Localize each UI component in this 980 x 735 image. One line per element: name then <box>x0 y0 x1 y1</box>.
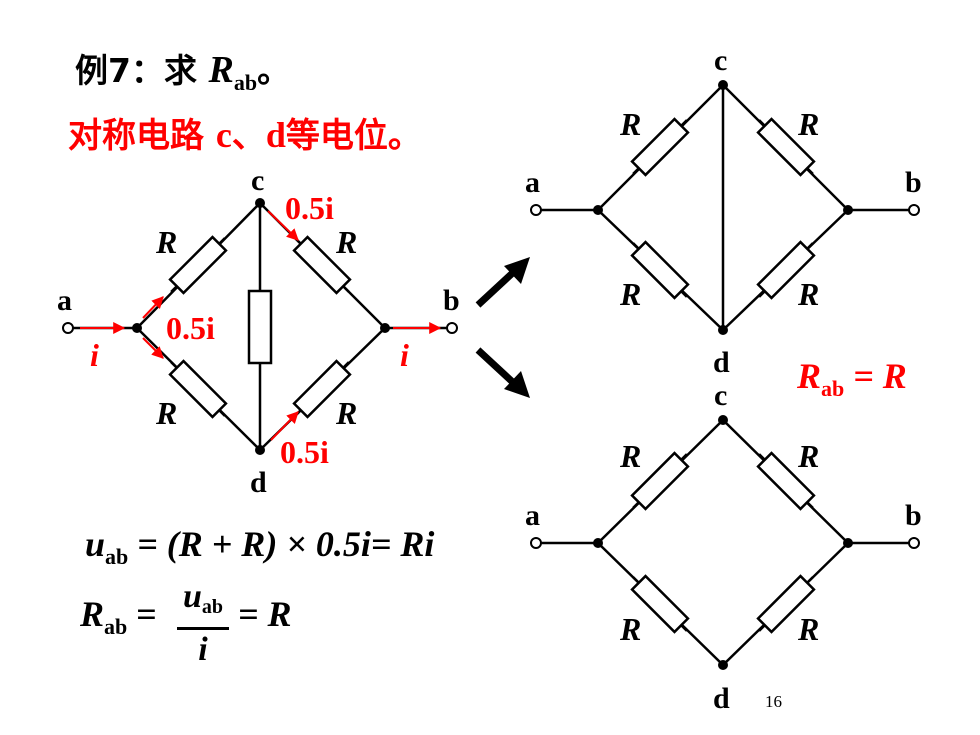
rb-label-d: d <box>713 682 730 715</box>
junction-right <box>380 323 390 333</box>
right-bottom-circuit: a b c d R R R R <box>525 379 922 715</box>
label-i-out: i <box>400 337 409 373</box>
equation-rab-fraction: uab i <box>177 578 229 668</box>
rb-label-c: c <box>714 379 727 412</box>
rt-label-d: d <box>713 346 730 379</box>
rb-label-r4: R <box>797 611 819 647</box>
node-c-dot <box>255 198 265 208</box>
page-number: 16 <box>765 692 782 711</box>
rt-label-r1: R <box>619 106 641 142</box>
label-c: c <box>251 164 264 197</box>
left-circuit: a b c d R R R R i i 0.5i 0.5i 0.5i <box>57 164 460 499</box>
rt-label-r4: R <box>797 276 819 312</box>
label-half-current-db: 0.5i <box>280 434 329 470</box>
rt-label-r3: R <box>619 276 641 312</box>
node-d-dot <box>255 445 265 455</box>
rb-label-r2: R <box>797 438 819 474</box>
rb-label-a: a <box>525 499 540 532</box>
label-r2: R <box>335 224 357 260</box>
result-rab: Rab = R <box>797 356 907 401</box>
terminal-a <box>62 322 74 334</box>
rt-label-c: c <box>714 44 727 77</box>
resistor-cd <box>247 289 273 365</box>
junction-left <box>132 323 142 333</box>
current-arrow-ac <box>142 296 164 319</box>
label-d: d <box>250 466 267 499</box>
right-top-circuit: a b c d R R R R <box>525 44 922 379</box>
current-arrow-ad <box>142 337 164 359</box>
label-r1: R <box>155 224 177 260</box>
slide-title: 例7：求 Rab。 <box>75 49 291 95</box>
transform-arrows <box>475 257 530 398</box>
equation-rab-lhs: Rab = <box>80 594 157 639</box>
label-r3: R <box>155 395 177 431</box>
arrow-up-head <box>504 257 530 284</box>
rt-label-a: a <box>525 166 540 199</box>
equation-rab-rhs: = R <box>238 594 292 634</box>
rb-label-r1: R <box>619 438 641 474</box>
arrow-up-shaft <box>475 265 521 308</box>
label-i-in: i <box>90 337 99 373</box>
rb-label-b: b <box>905 499 922 532</box>
arrow-down-shaft <box>475 347 521 390</box>
label-r4: R <box>335 395 357 431</box>
fraction-numerator: uab <box>182 578 224 618</box>
label-half-current-cb: 0.5i <box>285 190 334 226</box>
fraction-bar <box>177 627 229 630</box>
label-a: a <box>57 284 72 317</box>
arrow-down-head <box>504 371 530 398</box>
current-arrow-db <box>270 411 299 441</box>
terminal-b <box>446 322 458 334</box>
fraction-denominator: i <box>198 631 208 668</box>
label-half-current-ac: 0.5i <box>166 310 215 346</box>
label-b: b <box>443 284 460 317</box>
equation-uab: uab = (R + R) × 0.5i= Ri <box>85 524 435 569</box>
current-arrow-cb <box>267 210 299 241</box>
rt-label-r2: R <box>797 106 819 142</box>
rt-label-b: b <box>905 166 922 199</box>
slide-subtitle: 对称电路 c、d等电位。 <box>68 115 422 156</box>
rb-label-r3: R <box>619 611 641 647</box>
